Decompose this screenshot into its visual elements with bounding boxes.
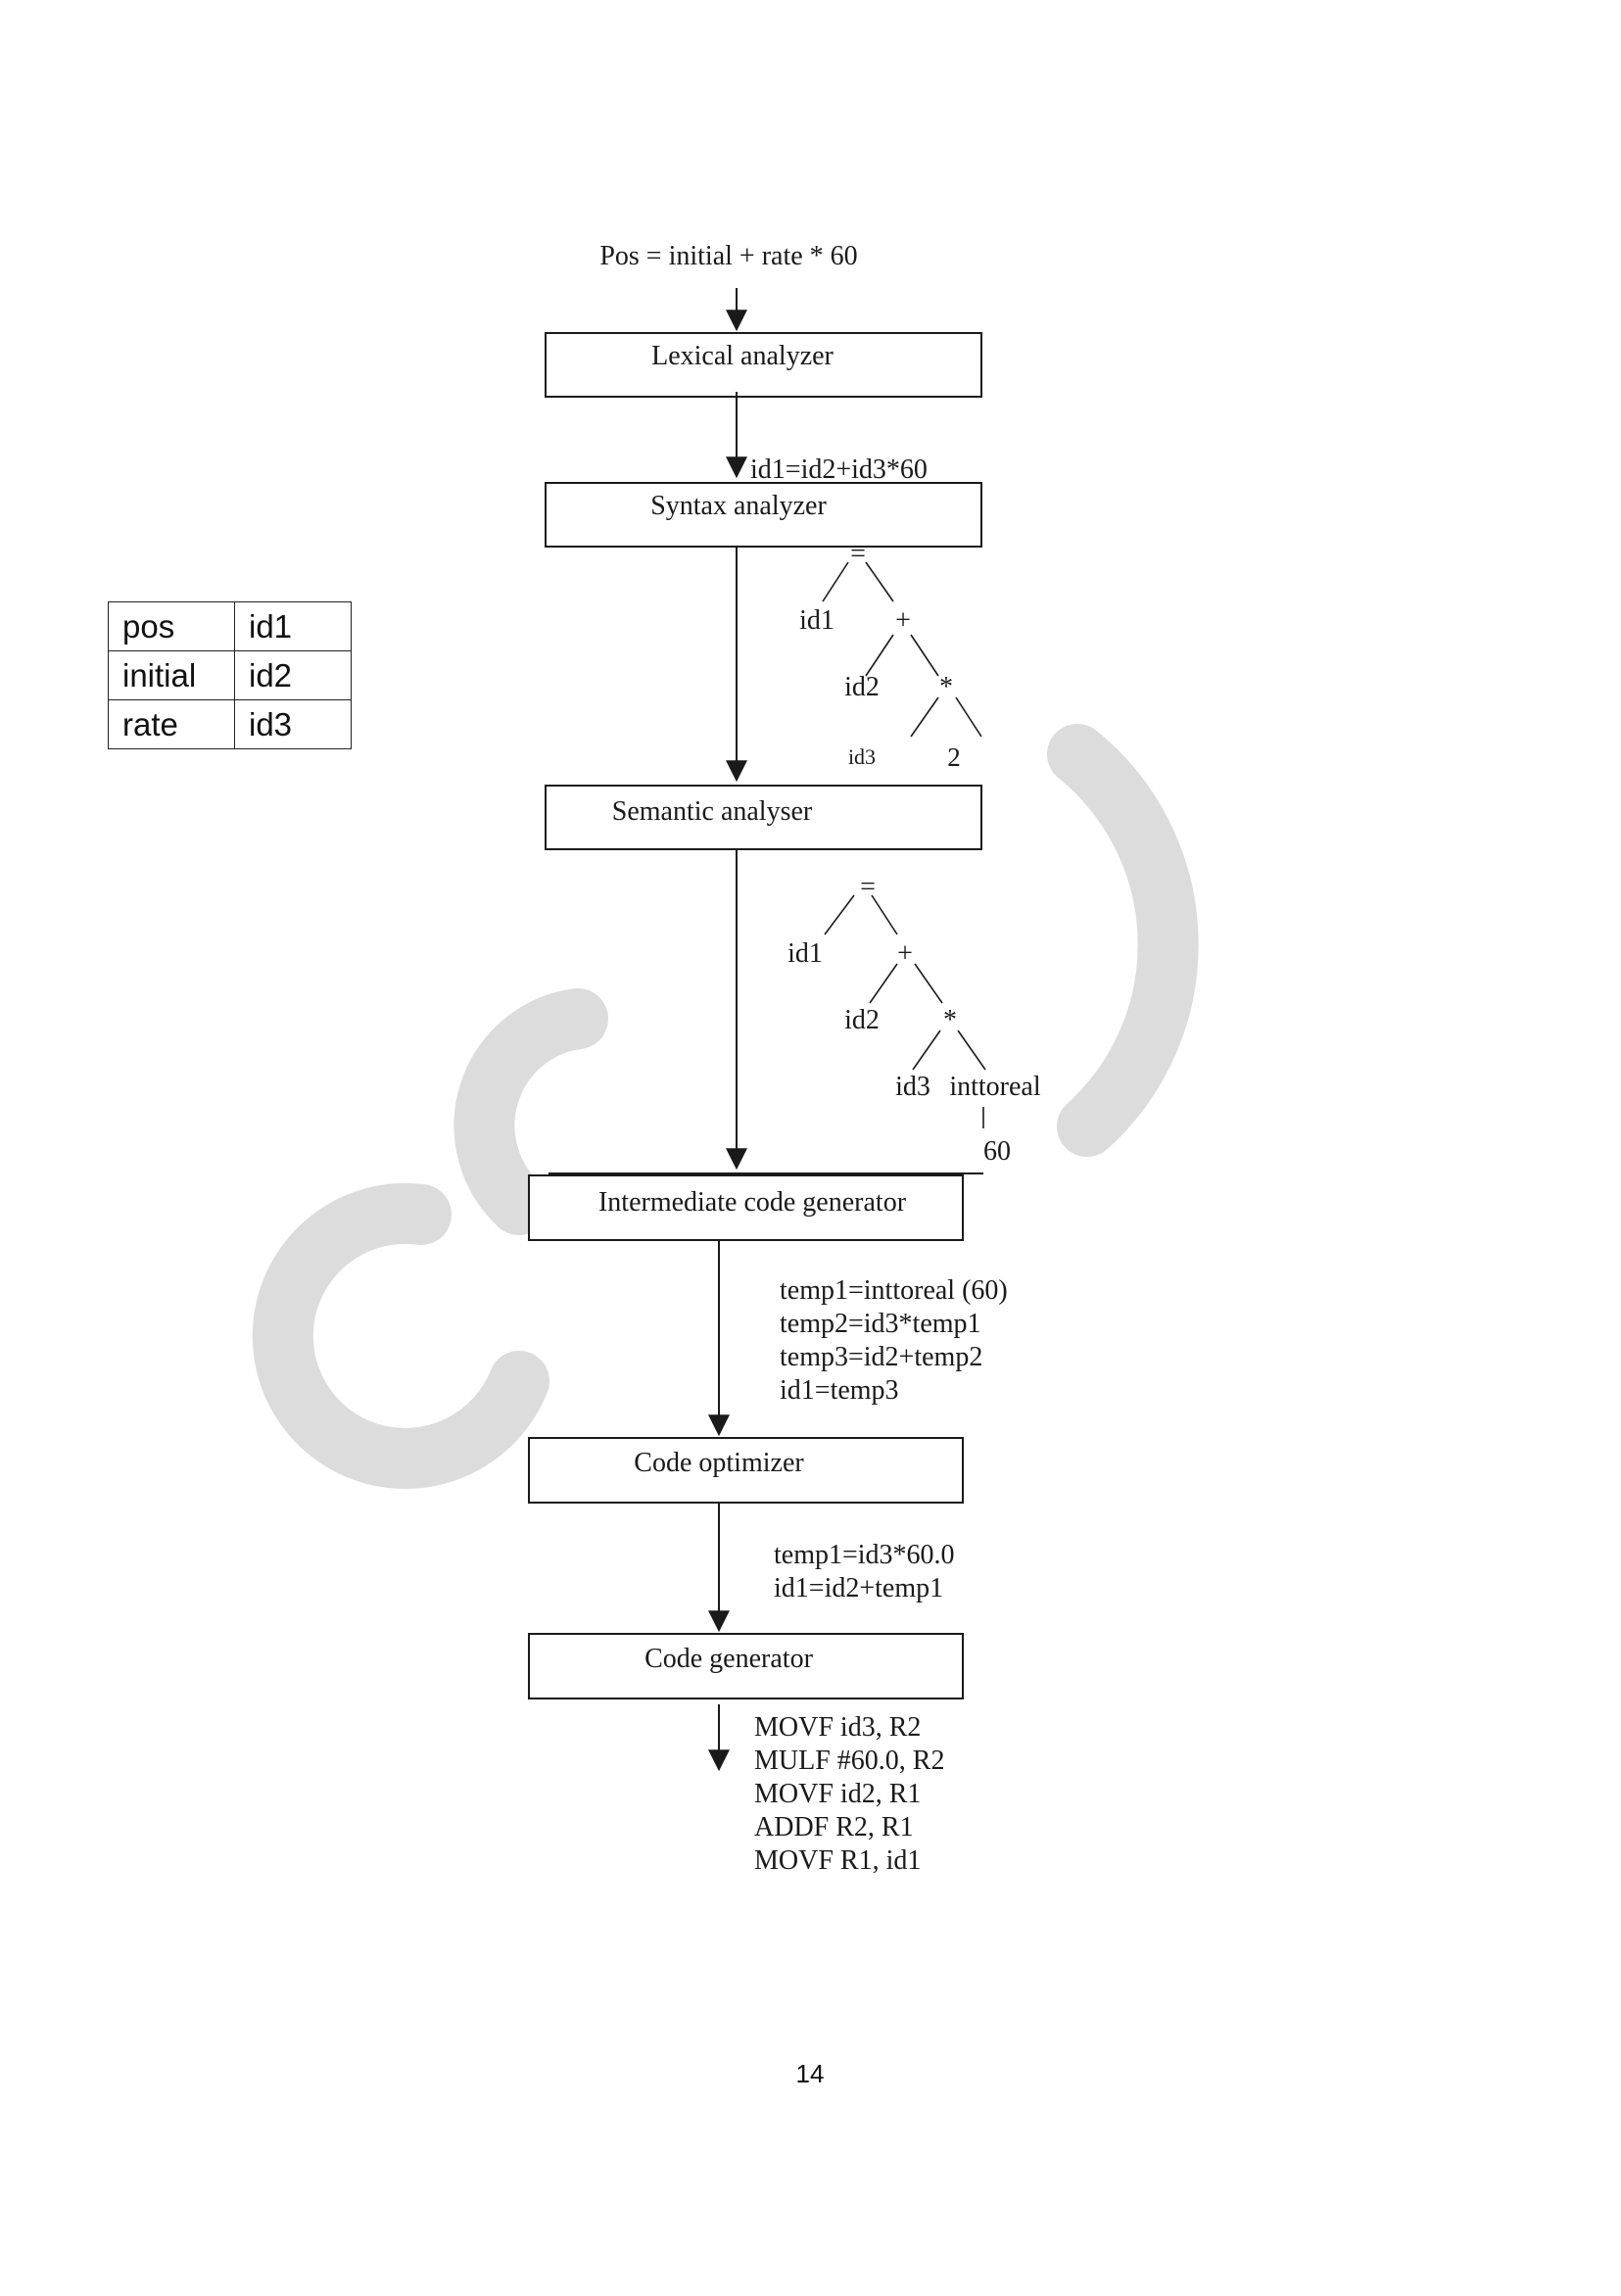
code-generator-label: Code generator — [644, 1644, 813, 1674]
semantic-tree-mul: * — [943, 1005, 957, 1035]
syntax-tree-id1: id1 — [799, 605, 834, 636]
tree-edge — [910, 696, 939, 738]
syntax-tree-plus: + — [895, 605, 911, 636]
syntax-tree-const: 2 — [947, 742, 961, 772]
code-optimizer-label: Code optimizer — [634, 1448, 804, 1478]
semantic-tree-inttoreal: inttoreal — [949, 1072, 1041, 1102]
page-number: 14 — [795, 2059, 825, 2088]
semantic-tree-root: = — [860, 872, 876, 902]
input-expression: Pos = initial + rate * 60 — [599, 241, 857, 271]
code-line: MOVF id3, R2 — [754, 1712, 921, 1743]
tree-edge — [869, 963, 898, 1004]
code-line: id1=id2+temp1 — [774, 1573, 943, 1603]
table-row: rate id3 — [108, 699, 352, 749]
tree-edge — [822, 561, 849, 602]
semantic-tree-id1: id1 — [787, 938, 823, 969]
code-line: temp1=inttoreal (60) — [780, 1275, 1008, 1306]
table-cell: id1 — [234, 601, 352, 651]
intermediate-code-generator-label: Intermediate code generator — [598, 1187, 907, 1218]
code-line: ADDF R2, R1 — [754, 1812, 914, 1842]
tree-edge — [955, 696, 982, 738]
intermediate-code: temp1=inttoreal (60) temp2=id3*temp1 tem… — [780, 1275, 1008, 1406]
syntax-analyzer-label: Syntax analyzer — [650, 491, 827, 521]
semantic-tree-const: 60 — [983, 1136, 1011, 1167]
syntax-analyzer-box — [545, 482, 982, 548]
semantic-tree-plus: + — [897, 938, 913, 969]
lexical-analyzer-label: Lexical analyzer — [651, 341, 834, 371]
optimized-code: temp1=id3*60.0 id1=id2+temp1 — [774, 1540, 955, 1603]
semantic-tree — [824, 894, 986, 1128]
semantic-tree-id3: id3 — [895, 1072, 930, 1102]
syntax-tree-mul: * — [939, 672, 953, 702]
watermark-logo — [252, 724, 1199, 1489]
tree-edge — [957, 1029, 986, 1071]
table-cell: pos — [108, 601, 235, 651]
table-cell: id2 — [234, 650, 352, 700]
code-optimizer-box — [528, 1437, 964, 1504]
syntax-tree-root: = — [850, 539, 866, 569]
table-cell: initial — [108, 650, 235, 700]
semantic-analyser-label: Semantic analyser — [612, 796, 813, 827]
semantic-tree-id2: id2 — [844, 1005, 880, 1035]
symbol-table: pos id1 initial id2 rate id3 — [108, 601, 352, 749]
syntax-tree — [822, 561, 982, 738]
tree-edge — [871, 894, 898, 935]
code-line: temp3=id2+temp2 — [780, 1342, 982, 1372]
syntax-tree-id3: id3 — [848, 744, 876, 769]
code-generator-box — [528, 1633, 964, 1699]
intermediate-code-generator-box — [528, 1174, 964, 1241]
table-row: initial id2 — [108, 650, 352, 700]
code-line: MULF #60.0, R2 — [754, 1746, 944, 1776]
code-line: temp1=id3*60.0 — [774, 1540, 955, 1570]
table-cell: id3 — [234, 699, 352, 749]
code-line: temp2=id3*temp1 — [780, 1309, 981, 1339]
table-row: pos id1 — [108, 601, 352, 651]
table-cell: rate — [108, 699, 235, 749]
code-line: id1=temp3 — [780, 1375, 899, 1406]
tree-edge — [914, 963, 943, 1004]
tree-edge — [910, 634, 939, 677]
tree-edge — [824, 894, 855, 935]
syntax-tree-id2: id2 — [844, 672, 880, 702]
semantic-analyser-box — [545, 785, 982, 850]
tree-edge — [912, 1029, 941, 1071]
token-stream: id1=id2+id3*60 — [750, 454, 928, 485]
tree-edge — [865, 561, 894, 602]
lexical-analyzer-box — [545, 332, 982, 398]
tree-edge — [865, 634, 894, 677]
target-code: MOVF id3, R2 MULF #60.0, R2 MOVF id2, R1… — [754, 1712, 944, 1876]
code-line: MOVF id2, R1 — [754, 1779, 921, 1809]
code-line: MOVF R1, id1 — [754, 1845, 921, 1876]
